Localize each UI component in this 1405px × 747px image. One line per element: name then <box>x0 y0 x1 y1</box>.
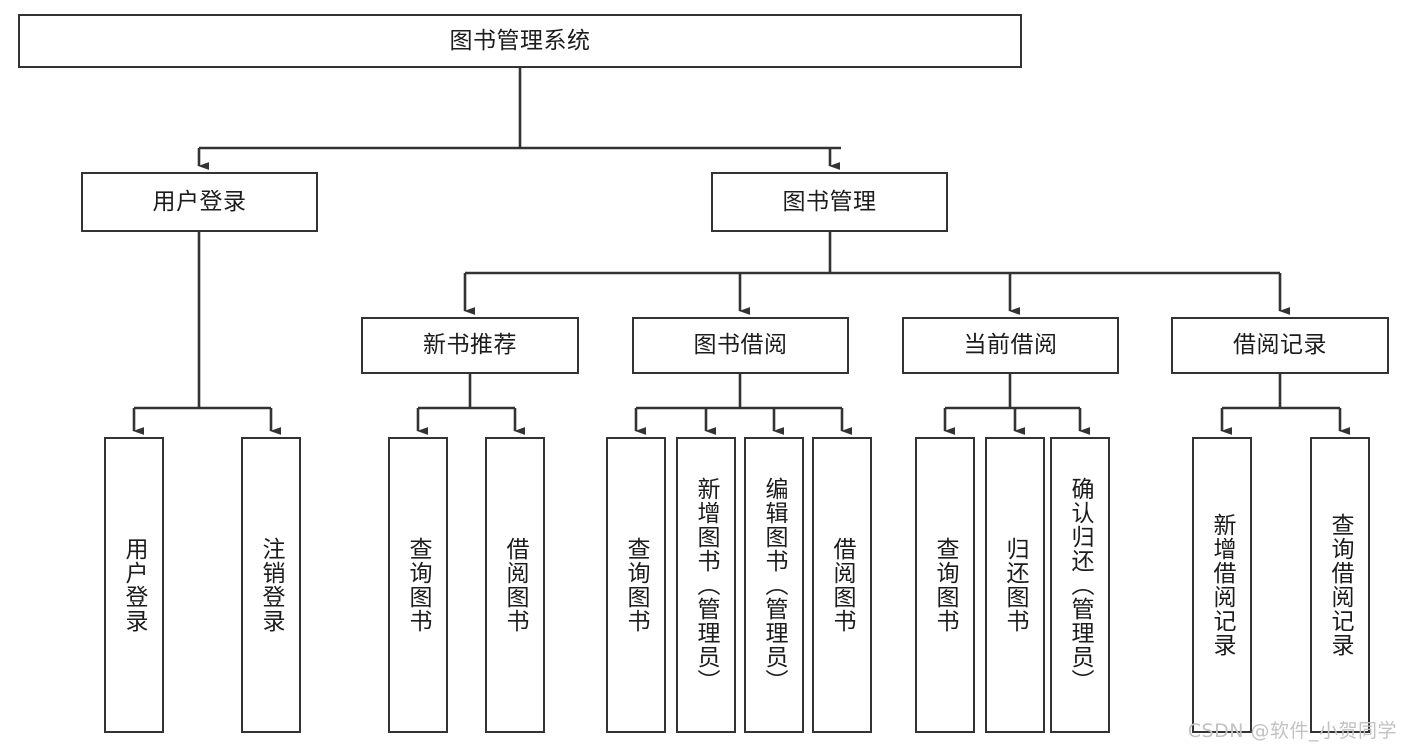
node-label: 用户登录 <box>121 537 148 633</box>
node-label: 查询图书 <box>932 537 959 633</box>
node-book-borrow[interactable]: 图书借阅 <box>632 317 849 374</box>
node-label: 新增借阅记录 <box>1209 513 1236 657</box>
node-leaf-add-book[interactable]: 新增图书（管理员） <box>676 437 736 733</box>
csdn-watermark: CSDN @软件_小贺同学 <box>1187 720 1397 742</box>
node-new-book-rec[interactable]: 新书推荐 <box>361 317 579 374</box>
node-label: 新书推荐 <box>423 332 517 359</box>
node-label: 借阅记录 <box>1233 332 1327 359</box>
node-label: 查询图书 <box>405 537 432 633</box>
node-label: 确认归还（管理员） <box>1067 477 1094 693</box>
node-leaf-query-book-borrow[interactable]: 查询图书 <box>606 437 666 733</box>
node-leaf-logout[interactable]: 注销登录 <box>241 437 301 733</box>
node-leaf-confirm-return[interactable]: 确认归还（管理员） <box>1050 437 1110 733</box>
node-label: 查询借阅记录 <box>1327 513 1354 657</box>
node-leaf-query-book-current[interactable]: 查询图书 <box>915 437 975 733</box>
node-borrow-record[interactable]: 借阅记录 <box>1171 317 1389 374</box>
node-leaf-return-book[interactable]: 归还图书 <box>985 437 1045 733</box>
node-user-login[interactable]: 用户登录 <box>81 172 318 232</box>
node-label: 图书借阅 <box>693 332 788 359</box>
node-leaf-add-borrow-record[interactable]: 新增借阅记录 <box>1192 437 1252 733</box>
node-label: 新增图书（管理员） <box>693 477 720 693</box>
node-label: 注销登录 <box>258 537 285 633</box>
node-label: 用户登录 <box>152 188 247 215</box>
node-leaf-user-login[interactable]: 用户登录 <box>104 437 164 733</box>
node-label: 图书管理 <box>782 188 877 215</box>
node-label: 图书管理系统 <box>449 27 591 54</box>
node-label: 借阅图书 <box>502 537 529 633</box>
node-label: 归还图书 <box>1002 537 1029 633</box>
node-book-manage[interactable]: 图书管理 <box>711 172 948 232</box>
node-label: 查询图书 <box>623 537 650 633</box>
node-label: 借阅图书 <box>829 537 856 633</box>
node-leaf-query-book-rec[interactable]: 查询图书 <box>388 437 448 733</box>
node-label: 当前借阅 <box>963 332 1058 359</box>
node-leaf-borrow-book[interactable]: 借阅图书 <box>812 437 872 733</box>
node-leaf-edit-book[interactable]: 编辑图书（管理员） <box>744 437 804 733</box>
node-leaf-query-borrow-record[interactable]: 查询借阅记录 <box>1310 437 1370 733</box>
node-current-borrow[interactable]: 当前借阅 <box>902 317 1119 374</box>
node-root-system[interactable]: 图书管理系统 <box>18 14 1022 68</box>
node-label: 编辑图书（管理员） <box>761 477 788 693</box>
node-leaf-borrow-book-rec[interactable]: 借阅图书 <box>485 437 545 733</box>
